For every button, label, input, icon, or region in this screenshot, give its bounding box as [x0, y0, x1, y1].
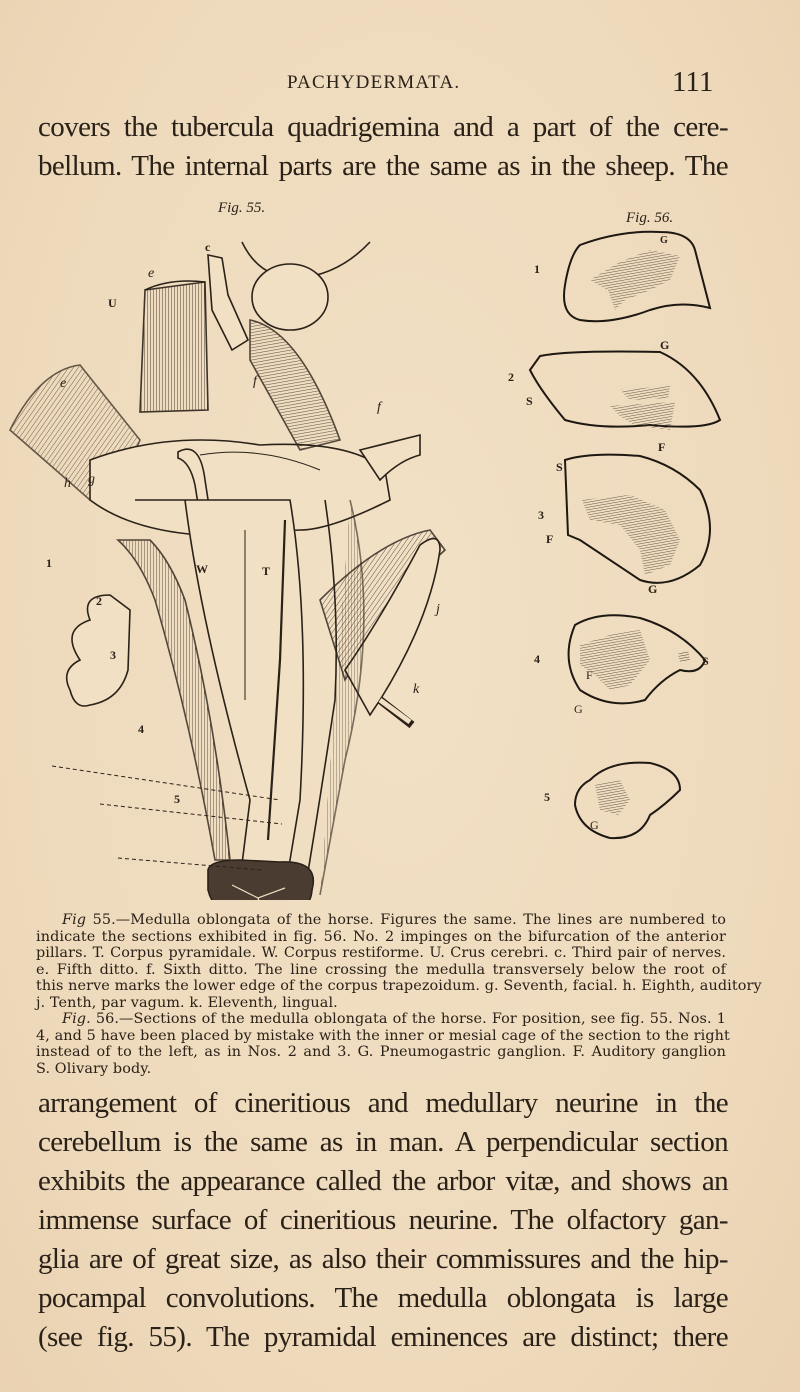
- text-line: glia are of great size, as also their co…: [38, 1243, 729, 1275]
- label-c: c: [205, 240, 211, 254]
- figure-56-title: Fig. 56.: [626, 210, 674, 226]
- label-e-top: e: [148, 266, 155, 281]
- text-line: bellum. The internal parts are the same …: [38, 150, 729, 182]
- section-line-5-label: 5: [174, 792, 180, 806]
- page-number: 111: [672, 66, 714, 98]
- section-line-2-label: 2: [96, 594, 102, 608]
- section-4-label-s: S: [702, 654, 709, 668]
- section-4-label-g: G: [574, 702, 583, 716]
- label-u: U: [108, 296, 117, 310]
- section-1-number: 1: [534, 262, 540, 276]
- caption-fig56-line: Fig. 56.—Sections of the medulla oblonga…: [62, 1011, 726, 1027]
- section-3-label-f: F: [546, 532, 554, 546]
- text-line: cerebellum is the same as in man. A perp…: [38, 1126, 729, 1158]
- section-3-label-g: G: [648, 582, 658, 596]
- caption-fig55-line: pillars. T. Corpus pyramidale. W. Corpus…: [36, 945, 726, 961]
- text-line: exhibits the appearance called the arbor…: [38, 1165, 729, 1197]
- figure-caption: Fig 55.—Medulla oblongata of the horse. …: [36, 912, 762, 1077]
- text-line: arrangement of cineritious and medullary…: [38, 1087, 729, 1119]
- label-t: T: [262, 564, 271, 578]
- section-2-label-f: F: [658, 440, 666, 454]
- section-2-label-s: S: [526, 394, 533, 408]
- caption-fig56-label: Fig.: [62, 1011, 91, 1027]
- text-line: pocampal convolutions. The medulla oblon…: [38, 1282, 729, 1314]
- figure-55: Fig. 55.: [0, 200, 540, 900]
- section-line-3-label: 3: [110, 648, 116, 662]
- caption-fig55-line: indicate the sections exhibited in fig. …: [36, 928, 726, 945]
- label-j: j: [436, 602, 440, 617]
- label-f-mid: f: [253, 374, 257, 389]
- label-h: h: [64, 476, 71, 491]
- section-1-label-g: G: [660, 235, 668, 246]
- text-line: (see fig. 55). The pyramidal eminences a…: [38, 1321, 729, 1353]
- caption-fig56-line: S. Olivary body.: [36, 1060, 152, 1077]
- section-3-label-s: S: [556, 460, 563, 474]
- medulla-oblongata-illustration: [9, 241, 447, 900]
- figure-55-title: Fig. 55.: [218, 200, 266, 216]
- section-5-label-g: G: [590, 818, 599, 832]
- figure-56: Fig. 56.: [500, 190, 800, 900]
- caption-fig56-line: instead of to the left, as in Nos. 2 and…: [36, 1044, 726, 1060]
- medulla-sections-illustration: [528, 230, 722, 840]
- section-line-4-label: 4: [138, 722, 144, 736]
- running-title: PACHYDERMATA.: [287, 72, 461, 93]
- label-g: g: [88, 472, 95, 487]
- caption-fig55-label: Fig: [62, 912, 87, 928]
- caption-fig55-line: this nerve marks the lower edge of the c…: [36, 978, 762, 994]
- section-3-number: 3: [538, 508, 544, 522]
- caption-fig55-line: j. Tenth, par vagum. k. Eleventh, lingua…: [36, 994, 338, 1011]
- section-2-number: 2: [508, 370, 514, 384]
- caption-fig55-line: Fig 55.—Medulla oblongata of the horse. …: [62, 912, 726, 928]
- running-head: PACHYDERMATA. 111: [0, 66, 800, 102]
- label-e-left: e: [60, 376, 67, 391]
- text-line: covers the tubercula quadrigemina and a …: [38, 111, 729, 143]
- top-paragraph: covers the tubercula quadrigemina and a …: [38, 108, 729, 186]
- caption-fig56-line: 4, and 5 have been placed by mistake wit…: [36, 1027, 730, 1044]
- label-k: k: [413, 682, 420, 697]
- label-f-right: f: [377, 400, 381, 415]
- text-line: immense surface of cineritious neurine. …: [38, 1204, 729, 1236]
- bottom-paragraph: arrangement of cineritious and medullary…: [38, 1084, 729, 1357]
- caption-fig55-line: e. Fifth ditto. f. Sixth ditto. The line…: [36, 961, 726, 978]
- section-2-label-g: G: [660, 338, 670, 352]
- section-4-number: 4: [534, 652, 540, 666]
- section-4-label-f: F: [586, 668, 593, 682]
- label-w: W: [196, 562, 208, 576]
- section-line-1-label: 1: [46, 556, 52, 570]
- section-5-number: 5: [544, 790, 550, 804]
